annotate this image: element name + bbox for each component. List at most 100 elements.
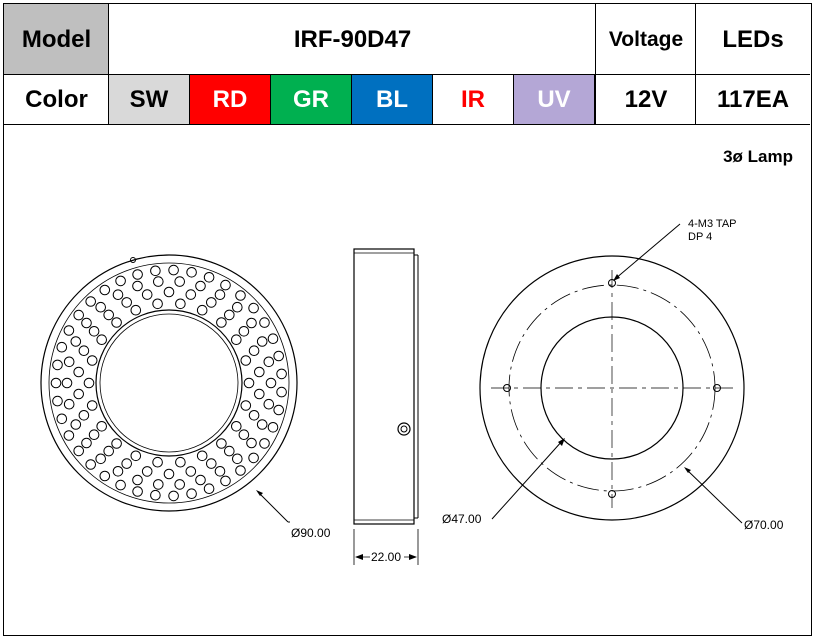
tap-hole-icon [503, 384, 511, 392]
led-icon [168, 490, 179, 502]
led-icon [248, 410, 260, 421]
led-icon [153, 479, 164, 490]
led-icon [78, 410, 90, 421]
led-icon [85, 459, 96, 470]
led-icon [240, 355, 252, 366]
led-icon [88, 326, 100, 337]
grid-line [695, 4, 696, 125]
led-icon [195, 474, 206, 486]
led-icon [96, 421, 107, 432]
color-swatch-sw: SW [109, 75, 190, 125]
leds-value: 117EA [716, 86, 790, 113]
voltage-value: 12V [624, 86, 668, 113]
led-icon [168, 264, 179, 276]
led-icon [185, 289, 197, 300]
led-icon [50, 377, 62, 389]
led-icon [256, 336, 268, 347]
led-icon [196, 304, 208, 316]
led-icon [115, 479, 126, 491]
led-icon [276, 386, 287, 398]
led-icon [174, 276, 185, 287]
model-value: IRF-90D47 [293, 25, 412, 53]
grid-line [4, 74, 810, 75]
led-icon [267, 422, 279, 433]
led-icon [216, 317, 227, 328]
led-icon [220, 475, 231, 487]
arrow-icon [613, 274, 620, 281]
led-icon [224, 445, 235, 457]
technical-drawing: Ø90.00 22.00 [40, 218, 784, 565]
leader-line [258, 492, 289, 523]
arrow-icon [355, 554, 363, 560]
led-icon [99, 470, 111, 482]
led-icon [103, 309, 114, 321]
led-icon [254, 366, 265, 378]
rear-view [479, 223, 745, 524]
led-icon [203, 483, 215, 495]
led-icon [163, 468, 175, 480]
led-icon [81, 317, 92, 329]
led-icon [96, 334, 107, 345]
leds-label: LEDs [722, 25, 784, 53]
led-icon [112, 466, 124, 477]
led-icon [152, 298, 163, 310]
dim-outer-diameter: Ø90.00 [291, 526, 331, 540]
led-icon [95, 453, 106, 465]
rear-outer-edge [479, 255, 745, 521]
lamp-type-label: 3ø Lamp [723, 147, 793, 166]
arrow-icon [409, 554, 417, 560]
led-icon [70, 336, 82, 347]
led-icon [153, 276, 164, 287]
inner-aperture [95, 309, 243, 457]
side-view [353, 248, 419, 565]
led-icon [206, 297, 217, 308]
color-swatch-rd: RD [190, 75, 271, 125]
led-icon [56, 341, 68, 353]
side-body [353, 248, 415, 525]
dim-tap-line1: 4-M3 TAP [688, 218, 737, 230]
led-icon [175, 456, 186, 468]
grid-line [108, 4, 109, 125]
cable-port-icon [397, 422, 411, 436]
led-icon [132, 486, 143, 497]
led-icon [121, 297, 132, 308]
front-view [40, 254, 298, 523]
led-icon [232, 453, 243, 465]
dim-bolt-circle: Ø70.00 [744, 518, 784, 532]
led-icon [73, 445, 84, 457]
led-icon [52, 359, 63, 371]
led-icon [85, 296, 96, 307]
led-icon [130, 304, 142, 316]
led-icon [263, 398, 275, 410]
led-icon [70, 419, 82, 430]
led-icon [216, 438, 227, 449]
led-icon [152, 456, 163, 468]
led-icon [248, 345, 260, 356]
led-icon [196, 450, 208, 462]
voltage-label: Voltage [608, 27, 684, 51]
led-icon [73, 388, 84, 400]
color-swatch-ir: IR [433, 75, 514, 125]
led-icon [130, 450, 142, 462]
led-icon [150, 265, 161, 277]
led-icon [56, 413, 68, 425]
led-icon [240, 400, 252, 411]
led-icon [63, 430, 75, 441]
led-icon [265, 377, 277, 389]
led-array [50, 264, 287, 502]
color-swatch-gr: GR [271, 75, 352, 125]
grid-line [4, 124, 810, 125]
led-icon [243, 377, 255, 389]
led-icon [163, 286, 175, 298]
led-icon [214, 466, 226, 477]
led-icon [111, 438, 122, 449]
led-icon [78, 345, 90, 356]
led-icon [235, 290, 246, 301]
led-icon [132, 474, 143, 486]
outer-ring-inner-edge [48, 262, 290, 504]
led-icon [273, 404, 285, 416]
dim-inner-diameter: Ø47.00 [442, 512, 482, 526]
mount-hole-icon [130, 257, 136, 263]
led-icon [88, 429, 100, 441]
